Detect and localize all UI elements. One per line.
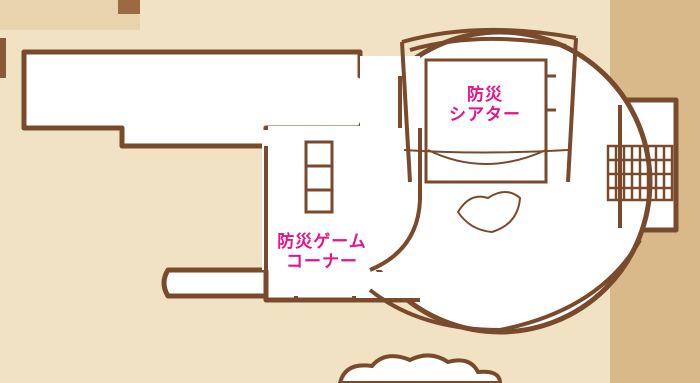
room-label-theater-line2: シアター bbox=[449, 104, 521, 125]
room-label-theater-line1: 防災 bbox=[467, 85, 503, 105]
cloud-decoration bbox=[337, 353, 503, 383]
room-label-game-corner-line1: 防災ゲーム bbox=[277, 232, 367, 252]
room-label-game-corner-line2: コーナー bbox=[286, 251, 358, 272]
outside-area-top-left bbox=[0, 0, 140, 30]
room-label-game-corner: 防災ゲーム コーナー bbox=[262, 232, 382, 272]
signboard-left-stub bbox=[0, 38, 6, 78]
room-label-theater: 防災 シアター bbox=[430, 85, 540, 125]
stairs bbox=[606, 144, 674, 202]
game-shelf bbox=[304, 140, 334, 214]
inner-walls bbox=[264, 76, 642, 333]
theater-room bbox=[400, 27, 578, 184]
reception-desk bbox=[456, 191, 522, 234]
signboard-stub bbox=[118, 0, 140, 14]
